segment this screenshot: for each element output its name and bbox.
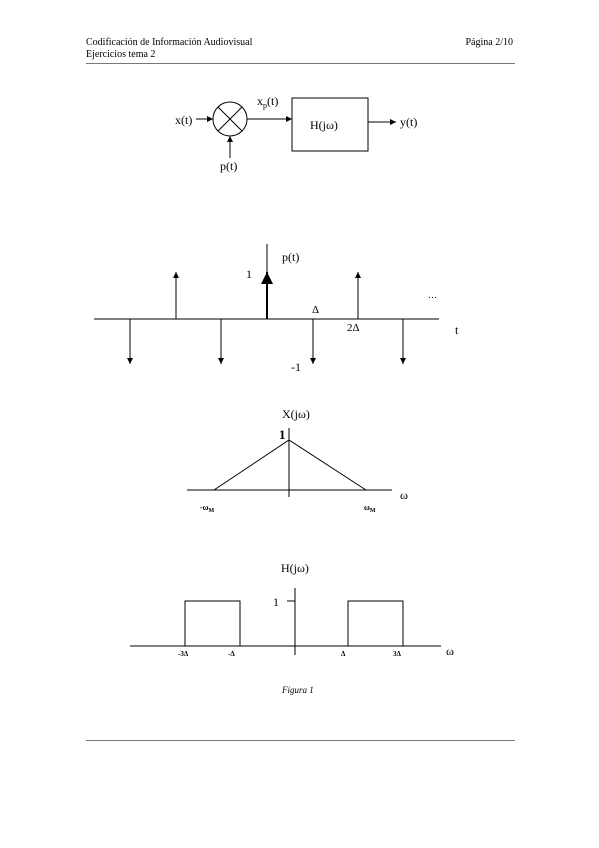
tick-minus-3-delta: -3Δ xyxy=(178,650,189,658)
tick-3-delta: 3Δ xyxy=(393,650,402,658)
amplitude-minus-one-label: -1 xyxy=(291,360,301,374)
tick-minus-delta: -Δ xyxy=(228,650,235,658)
frequency-axis-label-x: ω xyxy=(400,488,408,502)
time-axis-label: t xyxy=(455,323,459,337)
product-label: xp(t) xyxy=(257,94,278,110)
minus-omega-m-label: -ωM xyxy=(200,503,215,514)
page-number: Página 2/10 xyxy=(465,37,514,48)
figure-caption: Figura 1 xyxy=(281,685,314,695)
filter-block xyxy=(291,97,369,152)
product-label-base: x xyxy=(257,94,263,108)
minus-omega-m-sub: M xyxy=(209,508,215,514)
passband-right xyxy=(347,600,404,646)
omega-m-sub: M xyxy=(370,508,376,514)
spectrum-peak-label: 1 xyxy=(279,427,286,442)
tick-delta: Δ xyxy=(341,650,346,658)
filter-label: H(jω) xyxy=(310,118,338,132)
triangle-spectrum xyxy=(213,439,367,491)
delta-tick-label: Δ xyxy=(312,304,319,316)
passband-left xyxy=(184,600,241,646)
topic-title: Ejercicios tema 2 xyxy=(86,49,156,60)
header-rule xyxy=(86,63,515,64)
product-label-arg: (t) xyxy=(267,94,278,108)
output-label: y(t) xyxy=(400,115,417,129)
input-spectrum-plot xyxy=(187,428,392,497)
omega-m-base: ω xyxy=(364,503,370,512)
continuation-ellipsis: … xyxy=(428,290,437,300)
footer-rule xyxy=(86,740,515,741)
carrier-label: p(t) xyxy=(220,159,237,173)
amplitude-one-label: 1 xyxy=(246,267,252,281)
product-label-sub: p xyxy=(263,101,267,110)
course-title: Codificación de Información Audiovisual xyxy=(86,37,253,48)
filter-response-plot xyxy=(130,588,441,655)
filter-response-label: H(jω) xyxy=(281,561,309,575)
input-label: x(t) xyxy=(175,113,192,127)
impulse-train-plot xyxy=(94,244,439,364)
minus-omega-m-base: -ω xyxy=(200,503,209,512)
impulse-train-label: p(t) xyxy=(282,250,299,264)
omega-m-label: ωM xyxy=(364,503,376,514)
input-spectrum-label: X(jω) xyxy=(282,407,310,421)
filter-level-label: 1 xyxy=(273,595,279,609)
block-diagram xyxy=(196,97,396,158)
document-header-left: Codificación de Información Audiovisual … xyxy=(86,37,252,61)
frequency-axis-label-h: ω xyxy=(446,644,454,658)
multiplier-cross-b xyxy=(217,106,243,132)
two-delta-tick-label: 2Δ xyxy=(347,322,360,334)
